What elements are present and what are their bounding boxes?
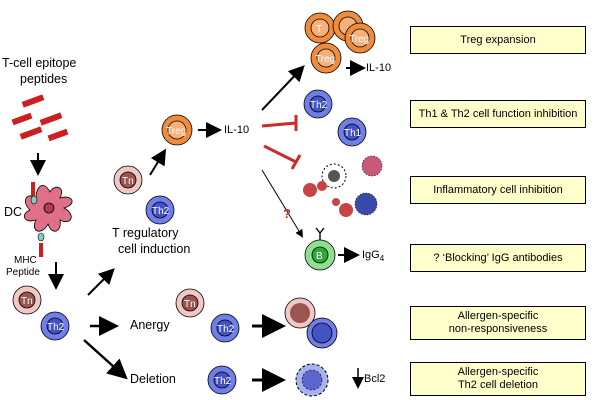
il10-mid-label: IL-10 (224, 124, 250, 136)
svg-text:T: T (316, 24, 322, 35)
question-mark: ? (283, 206, 291, 221)
arrow-il10-to-b-cell (261, 169, 304, 238)
dendritic-cell (23, 182, 73, 257)
cell-tn-anergy: Tn (175, 288, 205, 318)
svg-text:Th2: Th2 (152, 206, 170, 217)
outcome-line2: non-responsiveness (448, 323, 548, 335)
cell-th2-deletion: Th2 (207, 365, 237, 395)
svg-text:Tn: Tn (184, 299, 196, 310)
outcome-line2: Th2 cell deletion (457, 379, 539, 391)
epitope-peptides (11, 94, 69, 142)
dc-label: DC (4, 205, 23, 219)
svg-text:Treg: Treg (315, 54, 335, 65)
cell-th1-inhibited: Th1 (337, 117, 367, 147)
outcome-text: Th1 & Th2 cell function inhibition (419, 108, 578, 121)
svg-text:Th2: Th2 (217, 324, 235, 335)
svg-text:Th2: Th2 (310, 100, 328, 111)
outcome-box-th-inhibition: Th1 & Th2 cell function inhibition (410, 100, 586, 128)
inflammatory-cells-cluster (303, 155, 383, 217)
cell-th2-left: Th2 (40, 311, 70, 341)
inhibit-th-cells (261, 115, 298, 131)
svg-text:Treg: Treg (166, 126, 186, 137)
svg-text:B: B (316, 251, 323, 262)
cell-b: B (304, 227, 336, 271)
svg-text:Th2: Th2 (47, 322, 65, 333)
cell-treg-center: Treg (161, 114, 193, 146)
treg-induction-label-line2: cell induction (118, 242, 191, 256)
outcome-line1: Inflammatory cell inhibition (433, 183, 563, 196)
anergy-label: Anergy (130, 318, 170, 332)
outcome-text: ? ‘Blocking’ IgG antibodies (433, 252, 562, 265)
outcome-line1: Treg expansion (460, 33, 536, 46)
svg-text:Th2: Th2 (214, 376, 232, 387)
igg4-base: IgG (362, 249, 380, 261)
treg-induction-label-line1: T regulatory (112, 226, 179, 240)
cell-tn-induction: Tn (113, 165, 143, 195)
outcome-box-th2-deletion: Allergen-specific Th2 cell deletion (410, 362, 586, 396)
cell-th2-anergy: Th2 (210, 313, 240, 343)
cell-th2-induction: Th2 (145, 195, 175, 225)
arrow-to-treg (149, 148, 167, 176)
cell-th2-inhibited: Th2 (303, 89, 333, 119)
inhibit-inflammatory-cells (263, 144, 302, 170)
outcome-box-non-responsiveness: Allergen-specific non-responsiveness (410, 306, 586, 340)
outcome-box-inflammatory-inhibition: Inflammatory cell inhibition (410, 176, 586, 204)
bcl2-label: Bcl2 (364, 373, 386, 385)
svg-text:Tn: Tn (122, 176, 134, 187)
arrow-to-deletion (83, 339, 128, 380)
outcome-line1: Th1 & Th2 cell function inhibition (418, 107, 578, 120)
igg4-label: IgG4 (362, 248, 384, 266)
mhc-label: MHC (14, 255, 37, 266)
outcome-text: Allergen-specific non-responsiveness (449, 310, 547, 336)
anergic-cells (284, 297, 338, 349)
outcome-text: Allergen-specific Th2 cell deletion (458, 366, 539, 392)
igg4-subscript: 4 (379, 254, 385, 264)
svg-text:Treg: Treg (349, 34, 369, 45)
treg-expansion-cluster: T Treg Treg (304, 10, 376, 74)
outcome-line1: Allergen-specific (457, 366, 539, 378)
deletion-label: Deletion (130, 372, 176, 386)
outcome-text: Inflammatory cell inhibition (433, 184, 563, 197)
apoptotic-cell (295, 363, 329, 397)
epitope-label-line2: peptides (20, 72, 68, 86)
epitope-label-line1: T-cell epitope (2, 56, 77, 70)
arrow-to-treg-induction (87, 268, 115, 296)
outcome-box-blocking-igg: ? ‘Blocking’ IgG antibodies (410, 244, 586, 272)
arrow-il10-to-treg-expansion (261, 65, 305, 111)
il10-top-label: IL-10 (366, 62, 392, 74)
svg-text:Th1: Th1 (344, 128, 362, 139)
outcome-line1: Allergen-specific (457, 310, 539, 322)
outcome-box-treg-expansion: Treg expansion (410, 26, 586, 54)
svg-text:Tn: Tn (21, 296, 33, 307)
cell-tn-left: Tn (12, 285, 42, 315)
outcome-line1: ? ‘Blocking’ IgG antibodies (433, 251, 563, 264)
peptide-label: Peptide (6, 267, 40, 278)
outcome-text: Treg expansion (460, 34, 535, 47)
